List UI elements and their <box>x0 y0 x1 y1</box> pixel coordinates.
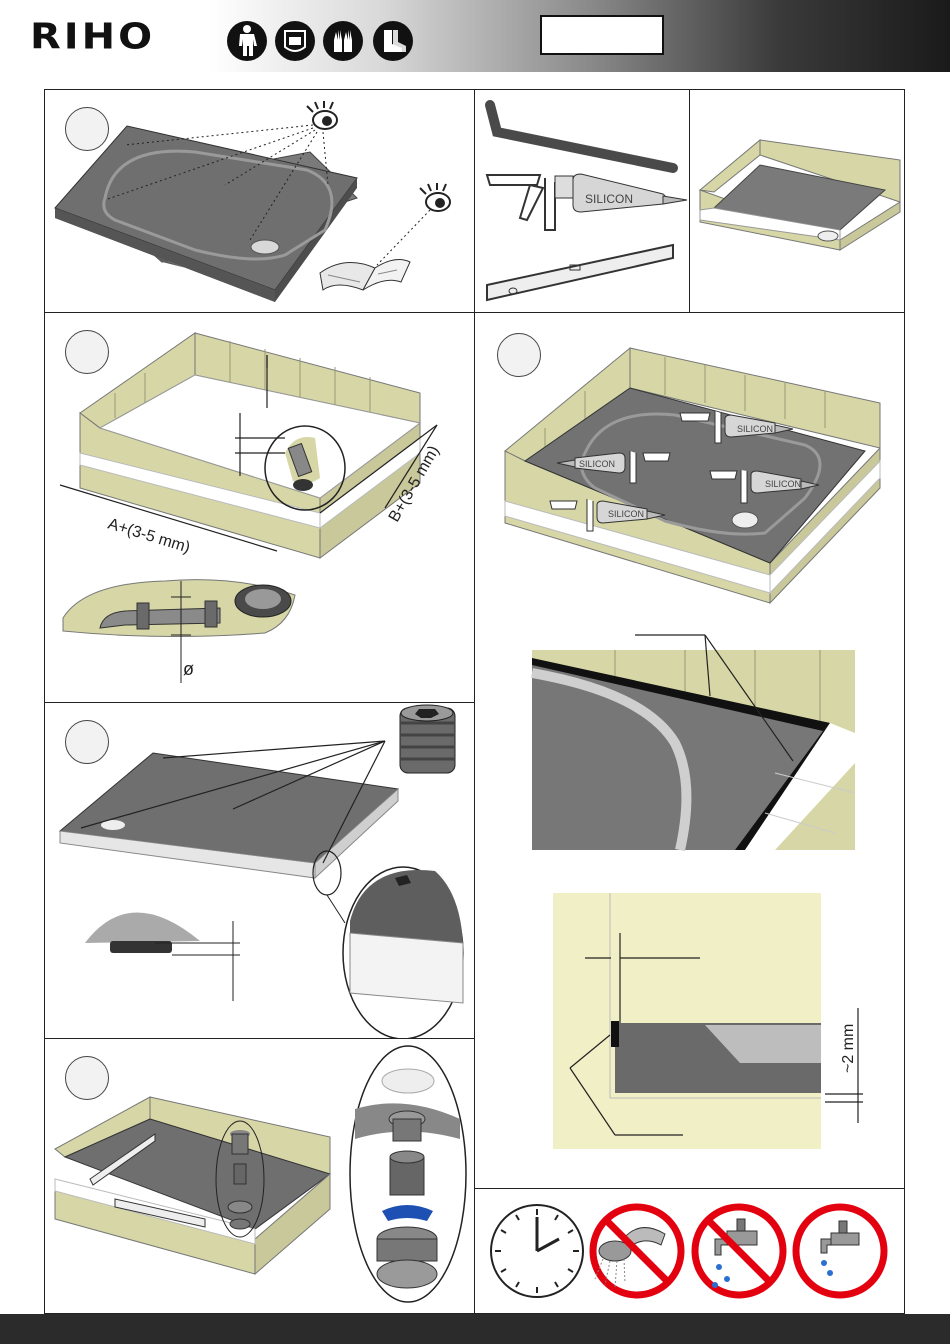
foot-side-detail <box>85 912 240 1001</box>
spirit-level-icon <box>487 245 673 300</box>
step-silicon-panel: SILICON SILICON SILICON SILICON <box>475 313 904 1188</box>
adjustable-foot-icon <box>400 705 455 773</box>
curing-panel <box>475 1189 904 1314</box>
no-shower-icon <box>593 1207 681 1295</box>
brand-logo: RIHO <box>30 16 155 57</box>
step-inspect-panel <box>45 90 474 312</box>
step-circle <box>65 1056 109 1100</box>
diameter-symbol: ø <box>183 659 194 679</box>
tray-feet-illustration <box>45 703 474 1038</box>
svg-text:SILICON: SILICON <box>737 424 773 434</box>
step-level-panel <box>45 1039 474 1314</box>
svg-text:SILICON: SILICON <box>765 479 801 489</box>
step-circle <box>65 720 109 764</box>
gap-dimension-label: ~2 mm <box>840 1024 857 1073</box>
siphon-detail <box>63 580 295 683</box>
no-water-tap-icon <box>695 1207 783 1295</box>
silicon-joint-detail <box>532 650 855 850</box>
face-shield-icon <box>274 20 316 62</box>
corner-detail-ellipse <box>343 867 463 1038</box>
tools-illustration: SILICON <box>475 90 689 312</box>
level-illustration <box>45 1039 474 1314</box>
silicon-illustration: SILICON SILICON SILICON SILICON <box>475 313 904 1188</box>
silicon-label: SILICON <box>585 192 633 206</box>
curing-icons <box>475 1189 904 1314</box>
measure-illustration: A+(3-5 mm) B+(3-5 mm) ø <box>45 313 474 702</box>
exploded-drain-detail <box>350 1046 466 1302</box>
code-box <box>540 15 664 55</box>
tray-inspection-illustration <box>45 90 474 312</box>
svg-text:SILICON: SILICON <box>579 459 615 469</box>
step-circle <box>497 333 541 377</box>
step-circle <box>65 330 109 374</box>
eye-icon <box>420 183 450 211</box>
clock-icon <box>491 1205 583 1297</box>
coverall-icon <box>226 20 268 62</box>
step-feet-panel <box>45 703 474 1038</box>
allen-key-icon <box>490 105 673 168</box>
sealant-gun-icon: SILICON <box>487 174 687 230</box>
step-circle <box>65 107 109 151</box>
step-measure-panel: A+(3-5 mm) B+(3-5 mm) ø <box>45 313 474 702</box>
tap-icon <box>796 1207 884 1295</box>
safety-boots-icon <box>372 20 414 62</box>
footer-bar <box>0 1314 950 1344</box>
installed-tray-panel <box>690 90 904 312</box>
tools-panel: SILICON <box>475 90 689 312</box>
cross-section-detail <box>553 893 821 1149</box>
svg-text:SILICON: SILICON <box>608 509 644 519</box>
manual-book-icon <box>320 260 410 290</box>
installed-tray-illustration <box>690 90 904 312</box>
header-bar: RIHO <box>0 0 950 72</box>
gloves-icon <box>322 20 364 62</box>
